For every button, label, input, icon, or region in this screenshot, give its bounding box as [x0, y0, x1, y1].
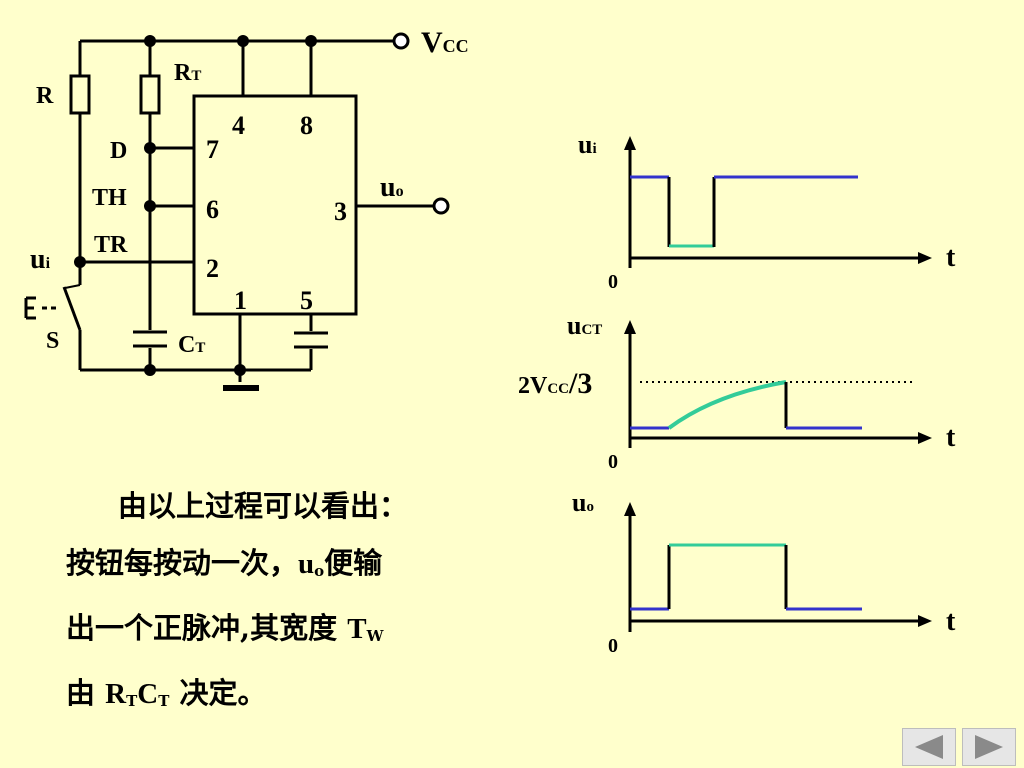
next-slide-button[interactable]: [962, 728, 1016, 766]
vcc-label: VCC: [421, 26, 469, 59]
desc-line-4: 由 RTCT 决定。: [66, 676, 267, 710]
ui-label: ui: [30, 244, 51, 275]
ui-wave-label: ui: [578, 130, 597, 159]
resistor-rt: [139, 74, 161, 115]
uo-terminal: [432, 197, 450, 215]
desc-line-3: 出一个正脉冲,其宽度 TW: [66, 611, 384, 645]
pin-2: 2: [206, 254, 219, 283]
triangle-left-icon: [915, 735, 943, 759]
s-label: S: [46, 328, 59, 354]
waveform-uct: uCT 2VCC/3 t 0: [518, 311, 956, 473]
ic-pin-numbers: 4 8 7 6 3 2 1 5: [206, 111, 347, 315]
monostable-circuit: [24, 39, 434, 391]
uo-zero-label: 0: [608, 635, 618, 657]
th-label: TH: [92, 185, 127, 211]
waveform-ui: ui t 0: [578, 130, 956, 293]
resistor-r: [69, 74, 91, 115]
pin-3: 3: [334, 197, 347, 226]
explanation-text: 由以上过程可以看出： 按钮每按动一次，uo便输 出一个正脉冲,其宽度 TW 由 …: [66, 478, 526, 730]
desc-line-1: 由以上过程可以看出：: [118, 489, 409, 523]
pin-8: 8: [300, 111, 313, 140]
r-label: R: [36, 83, 54, 109]
uo-time-label: t: [946, 606, 956, 637]
desc-line-2: 按钮每按动一次，uo便输: [66, 546, 383, 580]
ui-zero-label: 0: [608, 271, 618, 293]
uct-wave-label: uCT: [567, 311, 602, 340]
tr-label: TR: [94, 232, 128, 258]
uo-wave-label: uo: [572, 488, 594, 517]
pin-6: 6: [206, 195, 219, 224]
prev-slide-button[interactable]: [902, 728, 956, 766]
rt-label: RT: [174, 60, 201, 86]
uct-time-label: t: [946, 422, 956, 453]
vcc-terminal: [392, 32, 410, 50]
pin-7: 7: [206, 135, 219, 164]
ui-time-label: t: [946, 242, 956, 273]
d-label: D: [110, 138, 127, 164]
pin-1: 1: [234, 286, 247, 315]
waveform-uo: uo t 0: [572, 488, 956, 657]
pin-5: 5: [300, 286, 313, 315]
triangle-right-icon: [975, 735, 1003, 759]
ct-label: CT: [178, 332, 205, 358]
threshold-label: 2VCC/3: [518, 367, 592, 400]
pin-4: 4: [232, 111, 245, 140]
junction-dots: [74, 35, 317, 376]
uct-zero-label: 0: [608, 451, 618, 473]
uo-label: uo: [380, 172, 404, 203]
